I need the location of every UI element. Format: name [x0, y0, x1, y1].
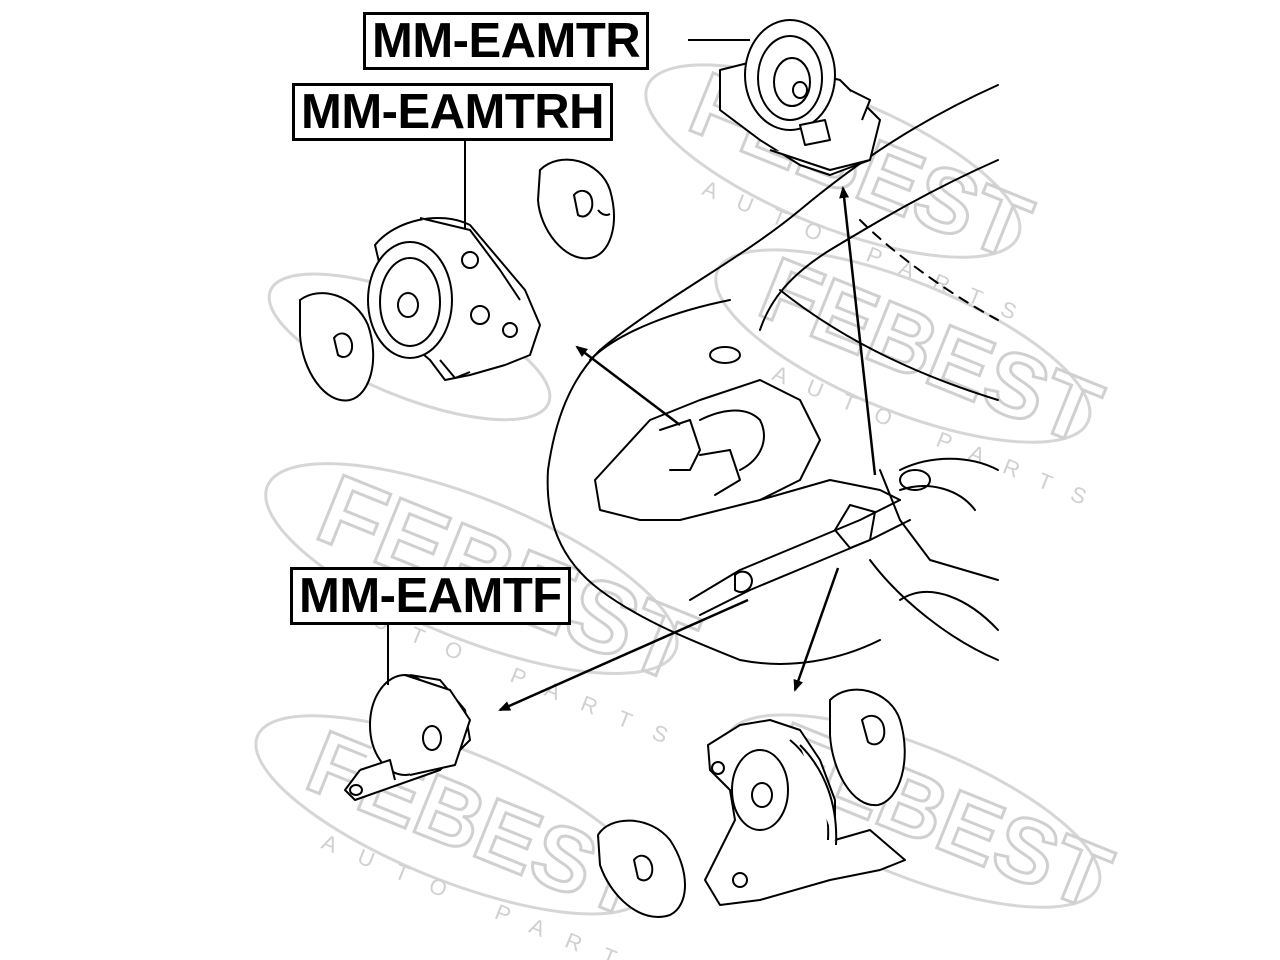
part-mount-eamtf [344, 674, 471, 801]
pad-washers [299, 158, 906, 918]
part-label-eamtrh: MM-EAMTRH [292, 83, 614, 141]
arrow-to-eamtrh [575, 345, 681, 426]
arrow-to-eamtr [839, 186, 877, 476]
leader-lines [387, 39, 750, 685]
arrow-to-eamtf [498, 598, 749, 712]
part-label-eamtf: MM-EAMTF [290, 567, 571, 625]
part-mount-bottom-right [704, 719, 906, 906]
vehicle-body-drawing [546, 84, 999, 665]
watermark-group: FEBEST AUTO PARTS FEBEST AUTO PARTS FEBE… [254, 52, 1125, 960]
part-label-eamtr: MM-EAMTR [363, 12, 650, 70]
arrow-to-bottom-right [793, 567, 840, 692]
pad-bottom-right [829, 688, 906, 807]
part-mount-eamtrh [367, 217, 541, 381]
callout-arrows [498, 186, 877, 712]
part-mount-eamtr [719, 19, 881, 176]
